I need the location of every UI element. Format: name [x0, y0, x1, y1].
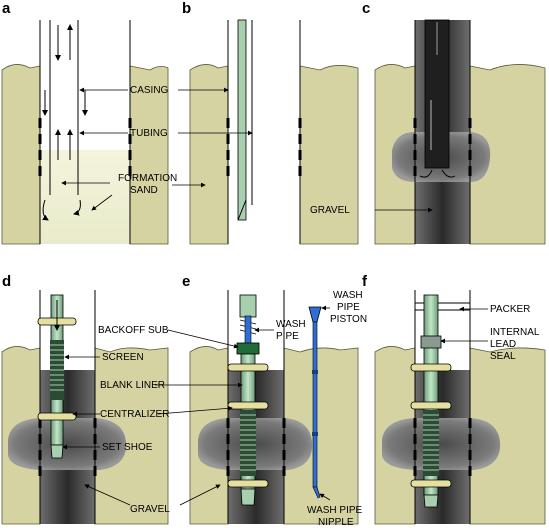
label-casing: CASING: [130, 85, 169, 96]
panel-a: [1, 20, 169, 245]
panel-c: [374, 19, 546, 245]
panel-e: [189, 290, 359, 525]
panel-label-d: d: [2, 273, 11, 290]
label-screen: SCREEN: [102, 352, 144, 363]
label-gravel-bottom: GRAVEL: [130, 504, 170, 515]
panel-label-c: c: [362, 0, 370, 17]
label-blank-liner: BLANK LINER: [100, 380, 165, 391]
label-lead: LEAD: [490, 339, 516, 350]
label-wash-pipe-1: WASH: [276, 319, 306, 330]
label-wash-pipe-2: PIPE: [276, 331, 299, 342]
panel-label-e: e: [182, 273, 190, 290]
label-backoff-sub: BACKOFF SUB: [98, 325, 169, 336]
label-wash-pipe-piston-2: PIPE: [337, 302, 360, 313]
label-gravel-c: GRAVEL: [310, 205, 350, 216]
label-wash-pipe-piston-3: PISTON: [330, 314, 367, 325]
callout-lines: [61, 87, 488, 506]
panel-label-a: a: [2, 0, 11, 17]
label-set-shoe: SET SHOE: [102, 442, 153, 453]
label-seal: SEAL: [490, 351, 516, 362]
label-packer: PACKER: [490, 304, 530, 315]
panel-label-f: f: [362, 273, 368, 290]
label-formation: FORMATION: [118, 173, 177, 184]
panel-f: [374, 290, 546, 525]
label-internal: INTERNAL: [490, 327, 540, 338]
panel-label-b: b: [182, 0, 191, 17]
panel-b: [189, 19, 359, 245]
label-wash-pipe-nipple-2: NIPPLE: [318, 517, 354, 528]
label-wash-pipe-piston-1: WASH: [333, 290, 363, 301]
label-tubing: TUBING: [130, 128, 168, 139]
label-centralizer: CENTRALIZER: [100, 409, 169, 420]
label-wash-pipe-nipple-1: WASH PIPE: [307, 505, 363, 516]
label-sand: SAND: [130, 185, 158, 196]
